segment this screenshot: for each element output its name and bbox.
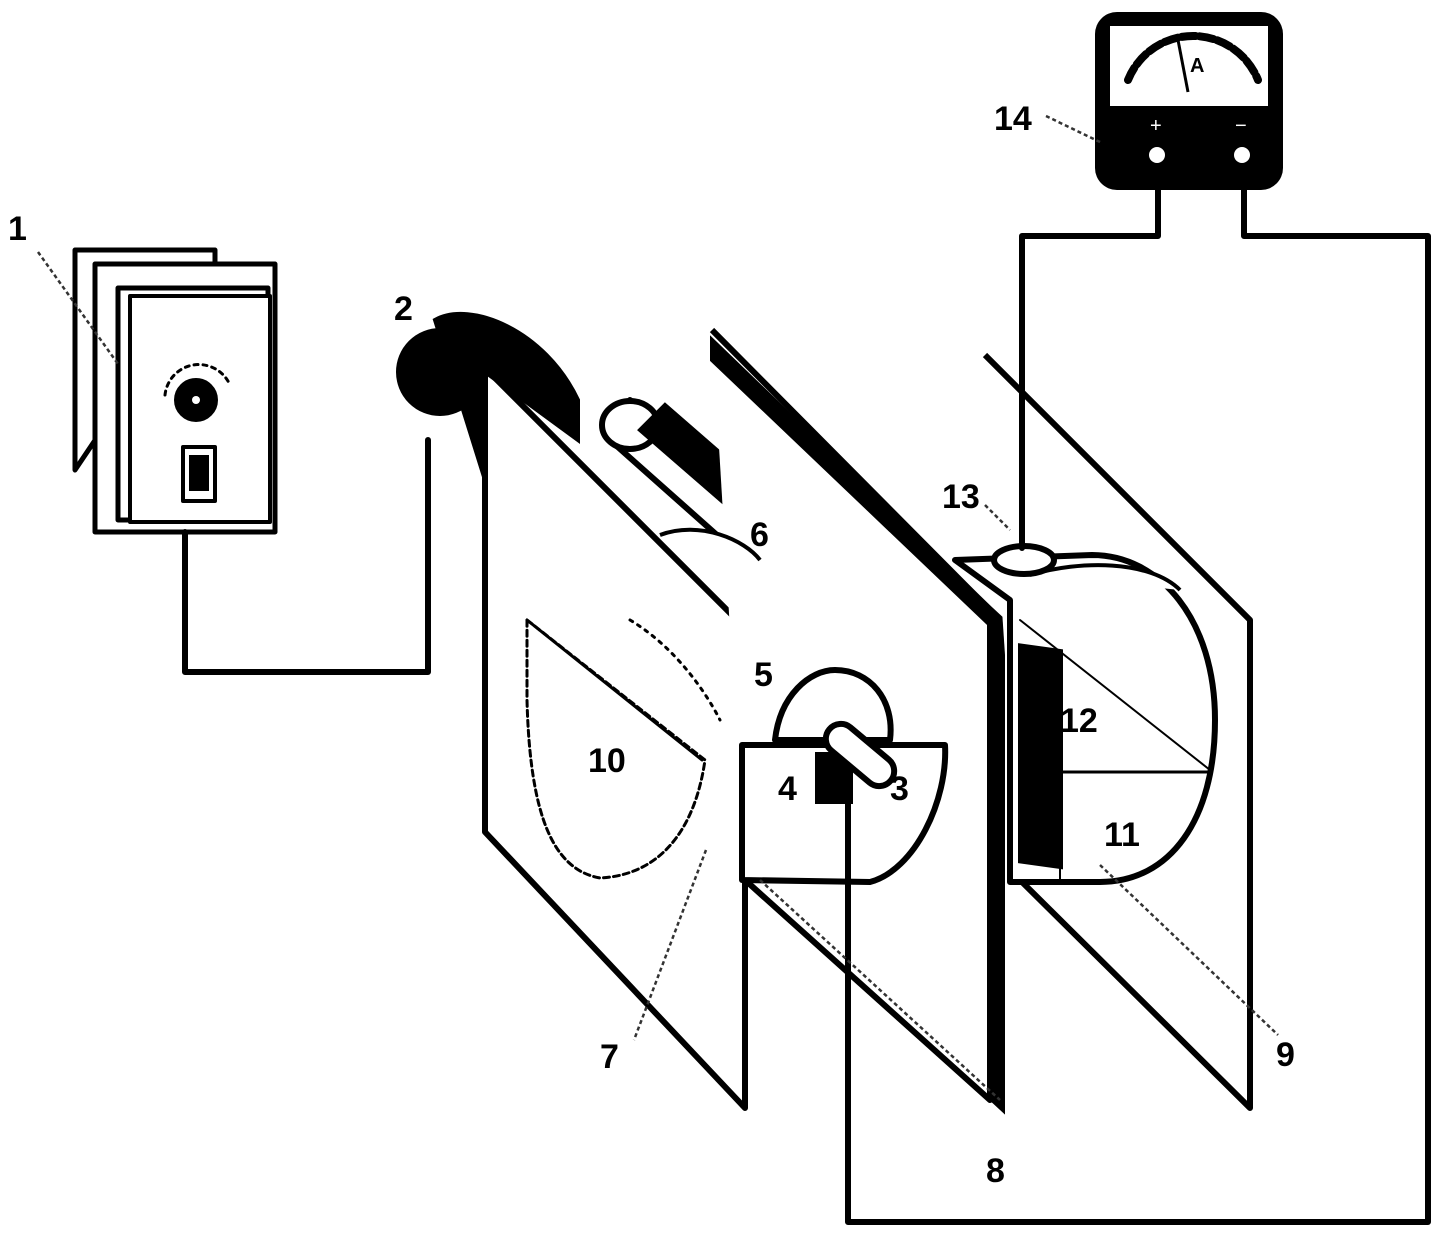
control-box — [72, 247, 278, 535]
source-head — [396, 328, 484, 416]
label-13: 13 — [942, 478, 980, 516]
wire-ammeter-minus — [845, 187, 1431, 1225]
ammeter: A + − — [1095, 12, 1283, 190]
label-1: 1 — [8, 210, 27, 248]
label-5: 5 — [754, 656, 773, 694]
label-10: 10 — [588, 742, 626, 780]
wire-controller-to-source — [182, 437, 431, 675]
ammeter-unit: A — [1190, 55, 1204, 77]
source-plate — [396, 311, 748, 1111]
electrode-12 — [1018, 643, 1063, 870]
label-2: 2 — [394, 290, 413, 328]
right-plate — [952, 352, 1253, 1111]
item-3-rod — [822, 720, 898, 790]
sample-holder — [659, 527, 949, 885]
sector-region — [525, 618, 707, 880]
label-11: 11 — [1104, 816, 1140, 854]
terminal-minus-icon[interactable] — [1234, 147, 1250, 163]
label-8: 8 — [986, 1152, 1005, 1190]
leader-lines — [36, 114, 1279, 1101]
label-6: 6 — [750, 516, 769, 554]
label-7: 7 — [600, 1038, 619, 1076]
label-3: 3 — [890, 770, 909, 808]
wire-ammeter-plus — [1019, 187, 1161, 551]
ammeter-plus: + — [1150, 115, 1162, 137]
label-12: 12 — [1060, 702, 1098, 740]
label-14: 14 — [994, 100, 1032, 138]
label-9: 9 — [1276, 1036, 1295, 1074]
terminal-plus-icon[interactable] — [1149, 147, 1165, 163]
label-4: 4 — [778, 770, 797, 808]
ammeter-minus: − — [1235, 115, 1247, 137]
